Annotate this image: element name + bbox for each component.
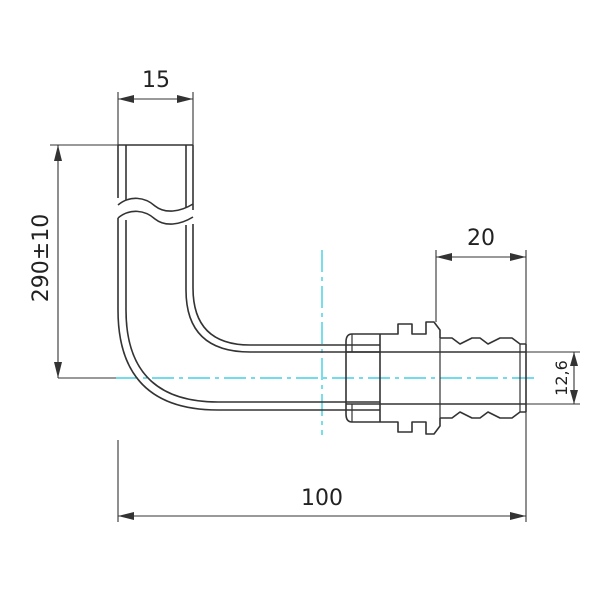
arrow-top <box>570 352 578 366</box>
arrow-right <box>510 253 526 261</box>
fitting-nut <box>345 333 381 423</box>
pipe-fitting <box>345 321 527 435</box>
dimension-text-overall-length: 100 <box>301 486 343 511</box>
dimension-overall-length: 100 <box>117 412 527 522</box>
elbow-outer-wall <box>117 218 380 411</box>
arrow-bottom <box>54 362 62 378</box>
break-line-upper <box>117 197 194 212</box>
elbow-outer-inner-wall <box>125 220 380 403</box>
fitting-body-upper <box>380 321 441 338</box>
arrow-right <box>510 512 526 520</box>
dimension-text-diameter: 12,6 <box>552 360 571 396</box>
fitting-body-lower <box>380 418 441 435</box>
elbow-inner-inner-wall <box>185 225 380 353</box>
dimension-diameter: 12,6 <box>526 351 580 405</box>
dimension-text-vertical-length: 290±10 <box>29 214 54 302</box>
arrow-left <box>118 95 134 103</box>
arrow-left <box>118 512 134 520</box>
arrow-right <box>177 95 193 103</box>
dimension-top-width: 15 <box>117 68 194 145</box>
dimension-vertical-length: 290±10 <box>29 144 118 379</box>
break-line-lower <box>117 210 194 225</box>
arrow-top <box>54 145 62 161</box>
fitting-barbs-upper <box>440 337 526 345</box>
fitting-barbs-lower <box>440 411 526 419</box>
dimension-text-fitting-length: 20 <box>467 226 495 251</box>
elbow-inner-wall <box>192 224 380 346</box>
centerlines <box>116 250 535 435</box>
dimension-fitting-length: 20 <box>435 226 527 344</box>
pipe-elbow <box>117 144 380 411</box>
dimension-text-top-width: 15 <box>142 68 170 93</box>
arrow-bottom <box>570 390 578 404</box>
arrow-left <box>436 253 452 261</box>
